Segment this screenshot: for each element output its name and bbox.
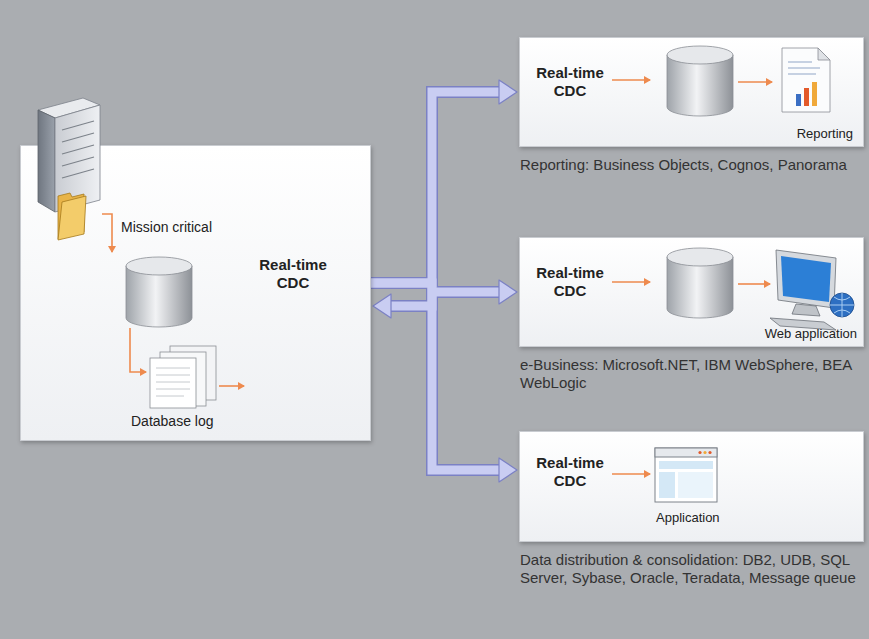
cdc-label: Real-time CDC bbox=[526, 264, 614, 300]
flow-arrow bbox=[612, 473, 650, 475]
cdc-label: Real-time CDC bbox=[526, 64, 614, 100]
caption-text: Data distribution & consolidation: DB2, … bbox=[520, 551, 865, 587]
monitor-icon bbox=[770, 250, 854, 330]
icon-label: Mission critical bbox=[121, 219, 212, 236]
caption-text: Reporting: Business Objects, Cognos, Pan… bbox=[520, 156, 865, 174]
system-box: Mission criticalDatabase log Real-time CD… bbox=[20, 145, 371, 441]
icon-label: Database log bbox=[131, 413, 214, 430]
arrow-head bbox=[499, 80, 517, 104]
flow-arrow bbox=[738, 81, 772, 83]
cdc-label: Real-time CDC bbox=[526, 454, 614, 490]
report-icon bbox=[782, 48, 830, 112]
window-icon bbox=[655, 448, 717, 502]
flow-arrow bbox=[738, 283, 770, 285]
system-box: Real-time CDCReportingReporting: Busines… bbox=[519, 37, 864, 147]
flow-arrow bbox=[612, 79, 650, 81]
connector-band bbox=[371, 92, 499, 283]
arrow-head bbox=[499, 458, 517, 482]
connector-band bbox=[391, 292, 499, 306]
flow-arrow bbox=[219, 385, 244, 387]
arrow-head bbox=[373, 294, 391, 318]
icon-label: Application bbox=[656, 510, 720, 526]
flow-arrow bbox=[612, 281, 650, 283]
server-icon bbox=[38, 98, 100, 240]
connector-outline bbox=[371, 92, 499, 283]
connector-outline bbox=[371, 283, 499, 470]
database-cylinder bbox=[126, 257, 192, 327]
database-cylinder bbox=[667, 46, 733, 116]
database-cylinder bbox=[667, 248, 733, 318]
icon-label: Reporting bbox=[797, 126, 853, 142]
arrow-head bbox=[499, 280, 517, 304]
caption-text: e-Business: Microsoft.NET, IBM WebSphere… bbox=[520, 356, 865, 392]
cdc-label: Real-time CDC bbox=[247, 256, 339, 292]
system-box: Real-time CDCApplicationData distributio… bbox=[519, 431, 864, 542]
connector-outline bbox=[391, 292, 499, 306]
flow-arrow bbox=[130, 328, 146, 372]
connector-band bbox=[371, 283, 499, 470]
icon-label: Web application bbox=[765, 326, 857, 342]
flow-arrow bbox=[102, 214, 112, 252]
log-pages bbox=[150, 346, 216, 408]
system-box: Real-time CDCWeb applicatione-Business: … bbox=[519, 237, 864, 347]
